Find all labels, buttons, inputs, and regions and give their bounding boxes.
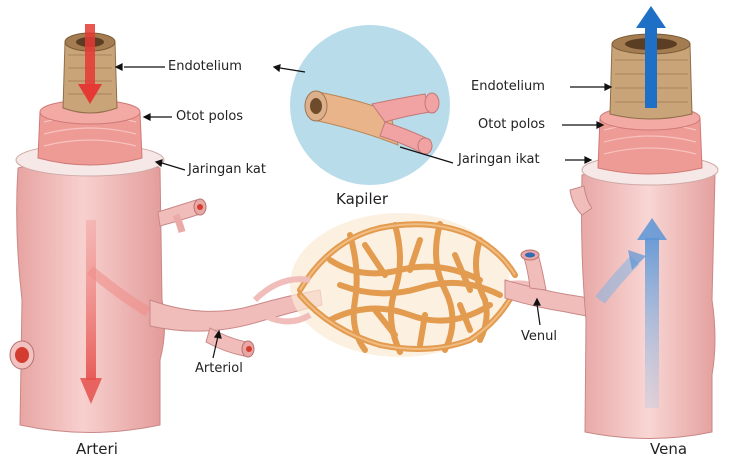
label-vein-smooth-muscle: Otot polos xyxy=(478,118,545,131)
capillary-inset xyxy=(290,25,450,185)
label-artery-connective: Jaringan kat xyxy=(188,163,266,176)
label-artery: Arteri xyxy=(76,442,118,457)
label-artery-smooth-muscle: Otot polos xyxy=(176,110,243,123)
capillary-bed xyxy=(255,213,545,357)
label-vein: Vena xyxy=(650,442,687,457)
label-vein-endothelium: Endotelium xyxy=(471,80,545,93)
vein-flow-arrow-icon xyxy=(636,6,666,28)
label-vein-connective: Jaringan ikat xyxy=(458,153,540,166)
artery xyxy=(10,24,206,433)
label-capillary: Kapiler xyxy=(336,192,388,207)
label-venule: Venul xyxy=(521,330,557,343)
label-artery-endothelium: Endotelium xyxy=(168,60,242,73)
label-arteriole: Arteriol xyxy=(195,362,243,375)
vein xyxy=(570,6,718,439)
